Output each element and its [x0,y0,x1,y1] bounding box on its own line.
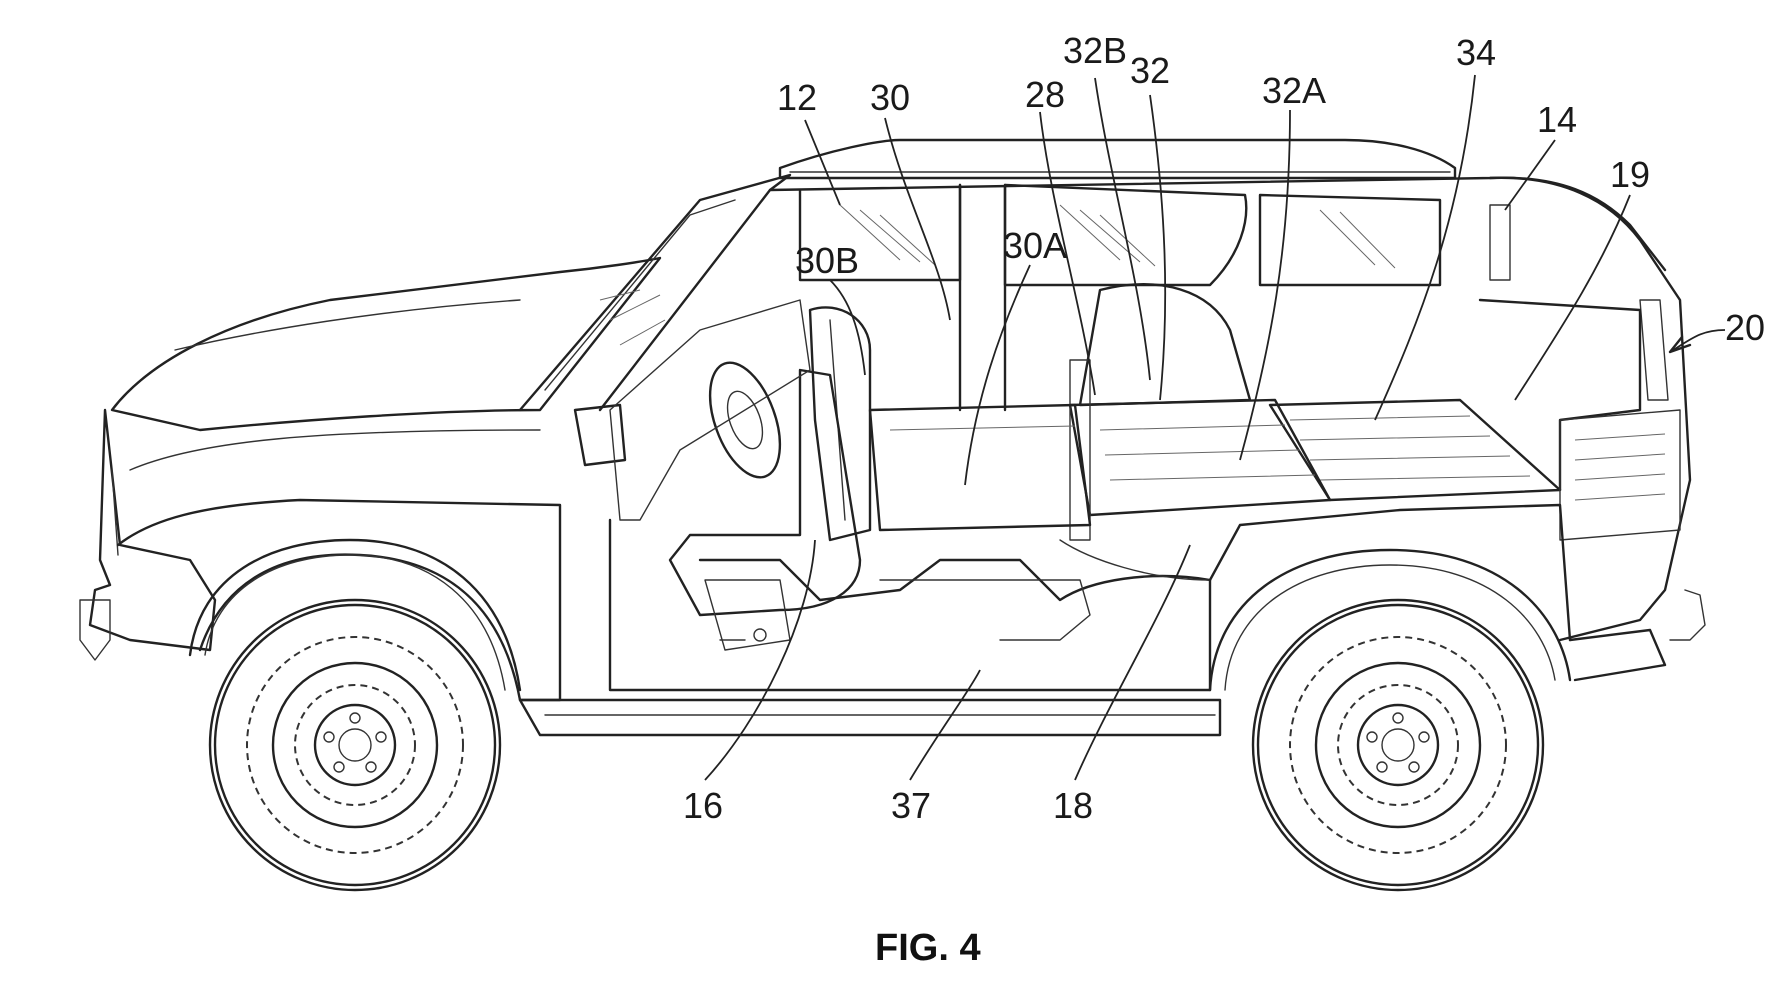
ref-32A: 32A [1262,70,1326,111]
ref-18: 18 [1053,785,1093,826]
ref-30: 30 [870,77,910,118]
front-wheel [210,600,500,890]
a-pillar [520,175,790,410]
windshield [545,200,735,390]
ref-19: 19 [1610,154,1650,195]
ref-34: 34 [1456,32,1496,73]
rocker-sill [520,700,1220,735]
leader-18 [1075,545,1190,780]
leader-lines [705,75,1725,780]
leader-19 [1515,195,1630,400]
rear-body [1490,178,1690,640]
ref-14: 14 [1537,99,1577,140]
steering-wheel [696,353,793,486]
ref-28: 28 [1025,74,1065,115]
leader-16 [705,540,815,780]
front-seat-back-30B [810,307,870,540]
leader-14 [1505,140,1555,210]
leader-37 [910,670,980,780]
front-seat-folded-panel [870,405,1090,530]
ref-16: 16 [683,785,723,826]
rear-seat-folded-panel [1070,400,1330,515]
front-fascia [90,410,215,650]
ref-30B: 30B [795,240,859,281]
cargo-load-floor [1270,400,1560,500]
ref-30A: 30A [1003,225,1067,266]
figure-caption: FIG. 4 [875,927,981,969]
side-mirror [575,405,625,465]
b-pillar [960,185,1005,410]
ref-32: 32 [1130,50,1170,91]
vehicle-drawing [80,140,1705,890]
leader-30A [965,265,1030,485]
ref-20: 20 [1725,307,1765,348]
dashboard [610,300,810,520]
rear-wheel [1253,600,1543,890]
leader-30 [885,118,950,320]
driver-seat [670,370,860,615]
vehicle-floor [610,520,1210,690]
footwell-18 [1060,540,1210,580]
roof-line [770,178,1665,270]
leader-12 [805,120,840,205]
leader-20-arrow [1670,337,1690,352]
ref-32B: 32B [1063,30,1127,71]
leader-32B [1095,78,1150,380]
tail-light [1640,300,1668,400]
leader-30B [830,280,865,375]
rear-bumper [1570,630,1665,680]
ref-12: 12 [777,77,817,118]
ref-37: 37 [891,785,931,826]
rear-vent [1490,205,1510,280]
leader-34 [1375,75,1475,420]
